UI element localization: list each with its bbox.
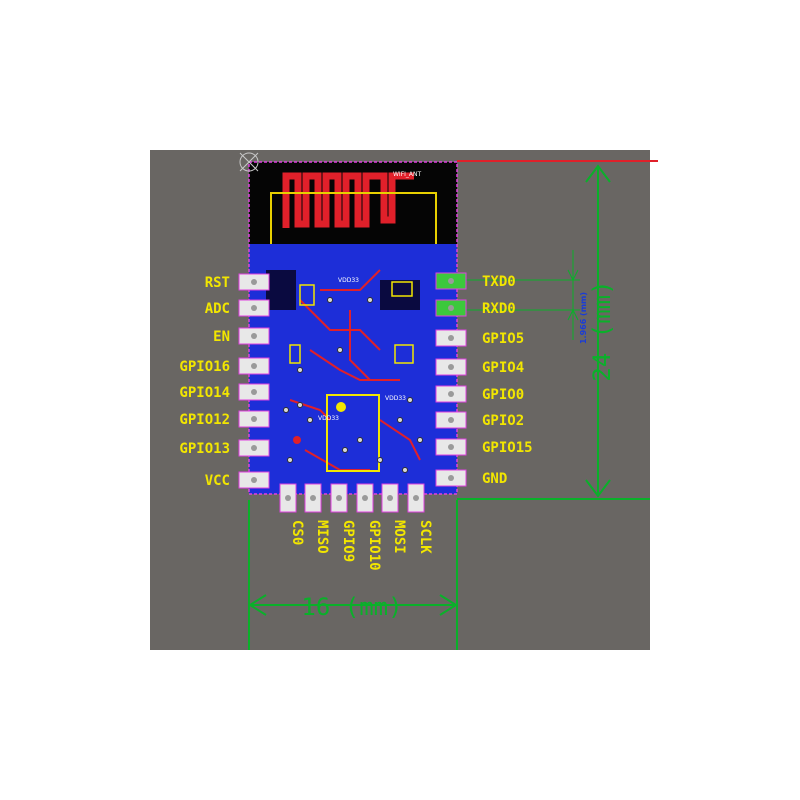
chip-pin1-marker [336,402,346,412]
ground-patch [380,280,420,310]
dimension-arrows [248,164,611,616]
component-outline [289,344,301,364]
pad-hole [448,335,454,341]
height-dimension-label: 24 (mm) [588,280,616,381]
pin-label-vcc: VCC [205,473,230,489]
pin-label-gpio10: GPIO10 [366,520,382,571]
pad-hole [251,445,257,451]
pad-hole [413,495,419,501]
pin-label-rst: RST [205,275,230,291]
pin-label-mosi: MOSI [391,520,407,554]
pin-label-gpio16: GPIO16 [179,359,230,375]
dimension-lines [248,168,650,650]
pad-hole [448,391,454,397]
pad-hole [310,495,316,501]
pin-label-gpio2: GPIO2 [482,413,524,429]
pad-hole [251,333,257,339]
pad-hole [448,475,454,481]
pad-hole [336,495,342,501]
red-via [293,436,301,444]
pin-label-gnd: GND [482,471,507,487]
pin-label-rxd0: RXD0 [482,301,516,317]
pad-hole [251,477,257,483]
pad-hole [448,305,454,311]
pin-label-gpio9: GPIO9 [340,520,356,562]
pin-label-en: EN [213,329,230,345]
pin-label-miso: MISO [314,520,330,554]
pad-hole [251,305,257,311]
pin-label-gpio13: GPIO13 [179,441,230,457]
pin-label-adc: ADC [205,301,230,317]
component-outline [391,281,413,297]
pin-label-gpio15: GPIO15 [482,440,533,456]
silkscreen-label: VDD33 [318,415,339,422]
silkscreen-label: VDD33 [385,395,406,402]
pin-label-gpio12: GPIO12 [179,412,230,428]
pad-hole [251,389,257,395]
chip-outline [326,394,380,472]
vias [283,297,423,473]
pad-hole [448,444,454,450]
pad-hole [448,417,454,423]
pad-hole [251,416,257,422]
pin-label-gpio5: GPIO5 [482,331,524,347]
pin-label-sclk: SCLK [417,520,433,554]
width-dimension-label: 16 (mm) [301,593,402,621]
antenna-trace [282,172,414,228]
pin-label-txd0: TXD0 [482,274,516,290]
pitch-dimension-label: 1.966 (mm) [579,292,588,344]
pads [238,272,467,513]
silkscreen-label: VDD33 [338,277,359,284]
pin-label-cs0: CS0 [289,520,305,545]
pad-hole [251,363,257,369]
origin-crosshair-icon [239,152,259,172]
pin-label-gpio14: GPIO14 [179,385,230,401]
pin-label-gpio4: GPIO4 [482,360,524,376]
pad-hole [387,495,393,501]
pad-hole [251,279,257,285]
pad-hole [448,278,454,284]
pin-label-gpio0: GPIO0 [482,387,524,403]
component-outline [394,344,414,364]
pad-hole [362,495,368,501]
pad-hole [285,495,291,501]
antenna-label: WIFI_ANT [393,171,422,178]
ground-patch [266,270,296,310]
pad-hole [448,364,454,370]
component-outline [299,284,315,306]
